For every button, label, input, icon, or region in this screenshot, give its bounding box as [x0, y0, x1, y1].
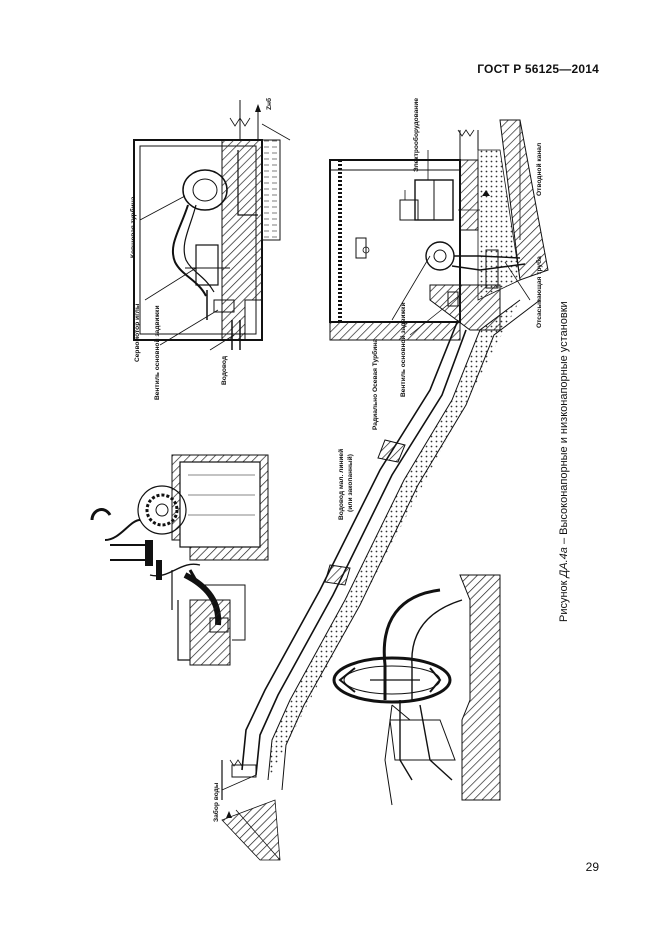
label-needle-servo: Сервомотор иглы [134, 303, 141, 362]
label-water-intake: Забор воды [212, 782, 220, 822]
label-draft-tube: Отсасывающая труба [535, 256, 543, 328]
label-main-valve: Вентиль основной задвижки [153, 305, 161, 400]
label-steel-pipe-line2: (или закопанный) [346, 454, 354, 512]
label-main-valve-2: Вентиль основной задвижки [399, 302, 407, 397]
figure-labels: Забор воды Водовод Вентиль основной задв… [129, 98, 570, 822]
pelton-powerhouse-drawing [133, 100, 291, 351]
pelton-runner-detail [90, 454, 269, 666]
low-head-powerhouse-drawing [329, 119, 549, 341]
page-header-standard: ГОСТ Р 56125—2014 [477, 62, 599, 76]
sloping-penstock [221, 299, 541, 861]
label-tailrace-canal: Отводной канал [535, 143, 543, 196]
label-steel-pipe-line1: Водовод мал. линией [337, 449, 345, 520]
caption-text: – Высоконапорные и низконапорные установ… [558, 301, 570, 547]
label-pelton-turbine: Ковшевая турбина [129, 196, 137, 258]
label-electrical-equipment: Электрооборудование [412, 98, 420, 172]
page-number: 29 [585, 860, 599, 874]
label-head-level: Zнб [265, 98, 273, 110]
caption-prefix: Рисунок [558, 577, 570, 622]
pelton-runner-wheel [137, 485, 187, 535]
label-penstock: Водовод [221, 355, 228, 385]
caption-number: ДА.4а [558, 547, 570, 579]
bulb-turbine-detail [332, 574, 501, 806]
figure-caption: Рисунок ДА.4а – Высоконапорные и низкона… [558, 301, 570, 622]
label-radial-axial-turbine: Радиально Осевая Турбина [371, 339, 379, 430]
